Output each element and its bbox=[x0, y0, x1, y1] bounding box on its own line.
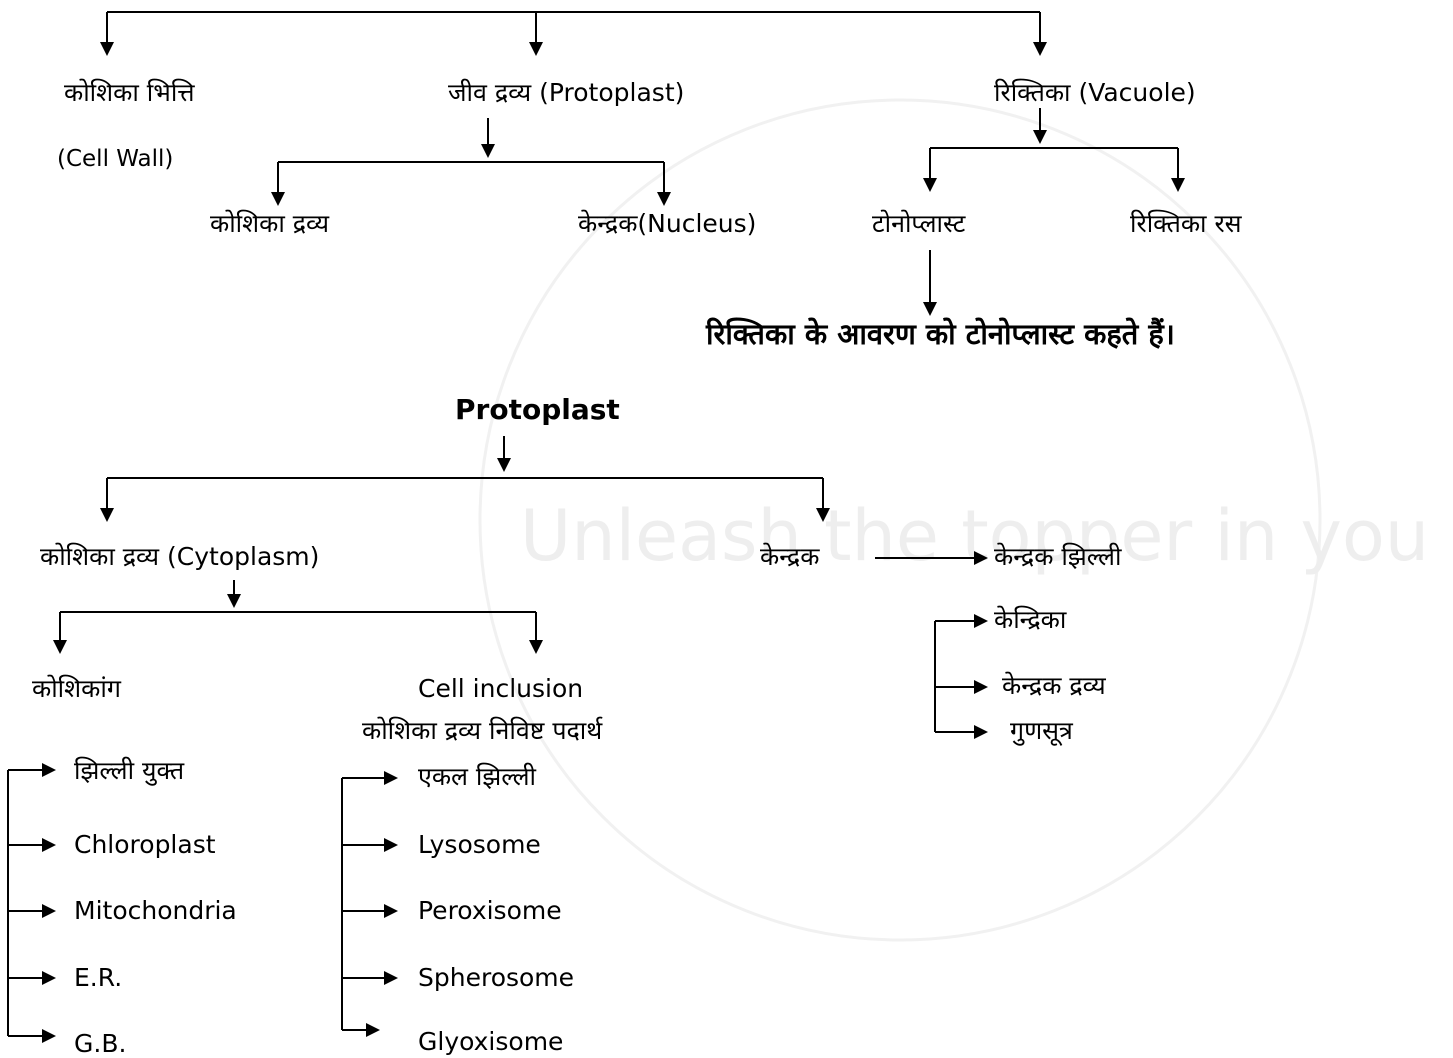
protoplast-title: Protoplast bbox=[455, 393, 620, 426]
inclusion-item: Peroxisome bbox=[418, 896, 562, 925]
vacuole-label: रिक्तिका (Vacuole) bbox=[994, 78, 1196, 107]
cell-inclusion-hi-label: कोशिका द्रव्य निविष्ट पदार्थ bbox=[362, 716, 603, 745]
cell-wall-en-label: (Cell Wall) bbox=[57, 146, 174, 172]
cell-wall-label: कोशिका भित्ति bbox=[64, 78, 195, 107]
cytoplasm-en-label: कोशिका द्रव्य (Cytoplasm) bbox=[40, 542, 320, 571]
organelle-item: G.B. bbox=[74, 1029, 127, 1058]
inclusion-item: Spherosome bbox=[418, 963, 575, 992]
nucleoplasm-label: केन्द्रक द्रव्य bbox=[1002, 671, 1106, 700]
nucleolus-label: केन्द्रिका bbox=[994, 605, 1067, 634]
organelle-item: E.R. bbox=[74, 963, 123, 992]
cell-sap-label: रिक्तिका रस bbox=[1130, 209, 1242, 238]
cytoplasm-label: कोशिका द्रव्य bbox=[210, 209, 330, 238]
organelle-item: झिल्ली युक्त bbox=[74, 756, 185, 785]
nucleus-label: केन्द्रक(Nucleus) bbox=[578, 209, 757, 238]
inclusion-item: Lysosome bbox=[418, 830, 541, 859]
inclusion-item: एकल झिल्ली bbox=[418, 762, 536, 791]
organelles-label: कोशिकांग bbox=[32, 674, 121, 703]
organelle-item: Mitochondria bbox=[74, 896, 237, 925]
organelle-item: Chloroplast bbox=[74, 830, 216, 859]
protoplast-label: जीव द्रव्य (Protoplast) bbox=[448, 78, 685, 107]
nuclear-membrane-label: केन्द्रक झिल्ली bbox=[994, 542, 1122, 571]
tonoplast-label: टोनोप्लास्ट bbox=[872, 209, 966, 238]
cell-inclusion-label: Cell inclusion bbox=[418, 674, 584, 703]
nucleus-short-label: केन्द्रक bbox=[760, 542, 820, 571]
tonoplast-statement: रिक्तिका के आवरण को टोनोप्लास्ट कहते हैं… bbox=[706, 317, 1175, 351]
chromosome-label: गुणसूत्र bbox=[1010, 716, 1073, 745]
inclusion-item: Glyoxisome bbox=[418, 1027, 564, 1056]
